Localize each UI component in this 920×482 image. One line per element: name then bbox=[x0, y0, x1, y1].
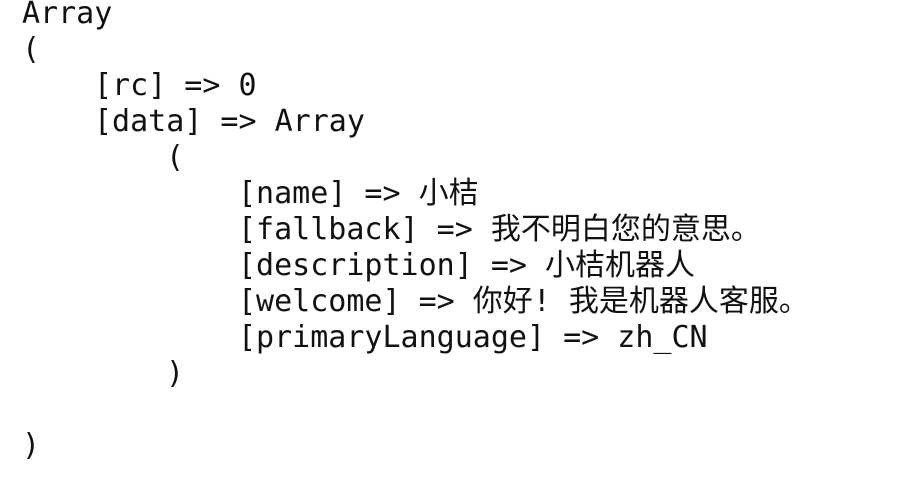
output-line-array-open: Array bbox=[22, 0, 113, 31]
print-r-output: Array([rc] => 0[data] => Array([name] =>… bbox=[22, 0, 809, 464]
output-line-open-paren: ( bbox=[22, 32, 41, 67]
output-line-name: [name] => 小桔 bbox=[238, 176, 479, 211]
output-line-fallback: [fallback] => 我不明白您的意思。 bbox=[238, 212, 761, 247]
output-line-description: [description] => 小桔机器人 bbox=[238, 248, 696, 283]
output-line-rc: [rc] => 0 bbox=[94, 68, 257, 103]
output-line-data-open-paren: ( bbox=[166, 140, 185, 175]
output-line-blank bbox=[22, 392, 809, 428]
output-line-primary-language: [primaryLanguage] => zh_CN bbox=[238, 320, 708, 355]
output-line-data: [data] => Array bbox=[94, 104, 365, 139]
output-line-close-paren: ) bbox=[22, 428, 41, 463]
output-line-welcome: [welcome] => 你好! 我是机器人客服。 bbox=[238, 284, 809, 319]
output-line-data-close-paren: ) bbox=[166, 356, 185, 391]
